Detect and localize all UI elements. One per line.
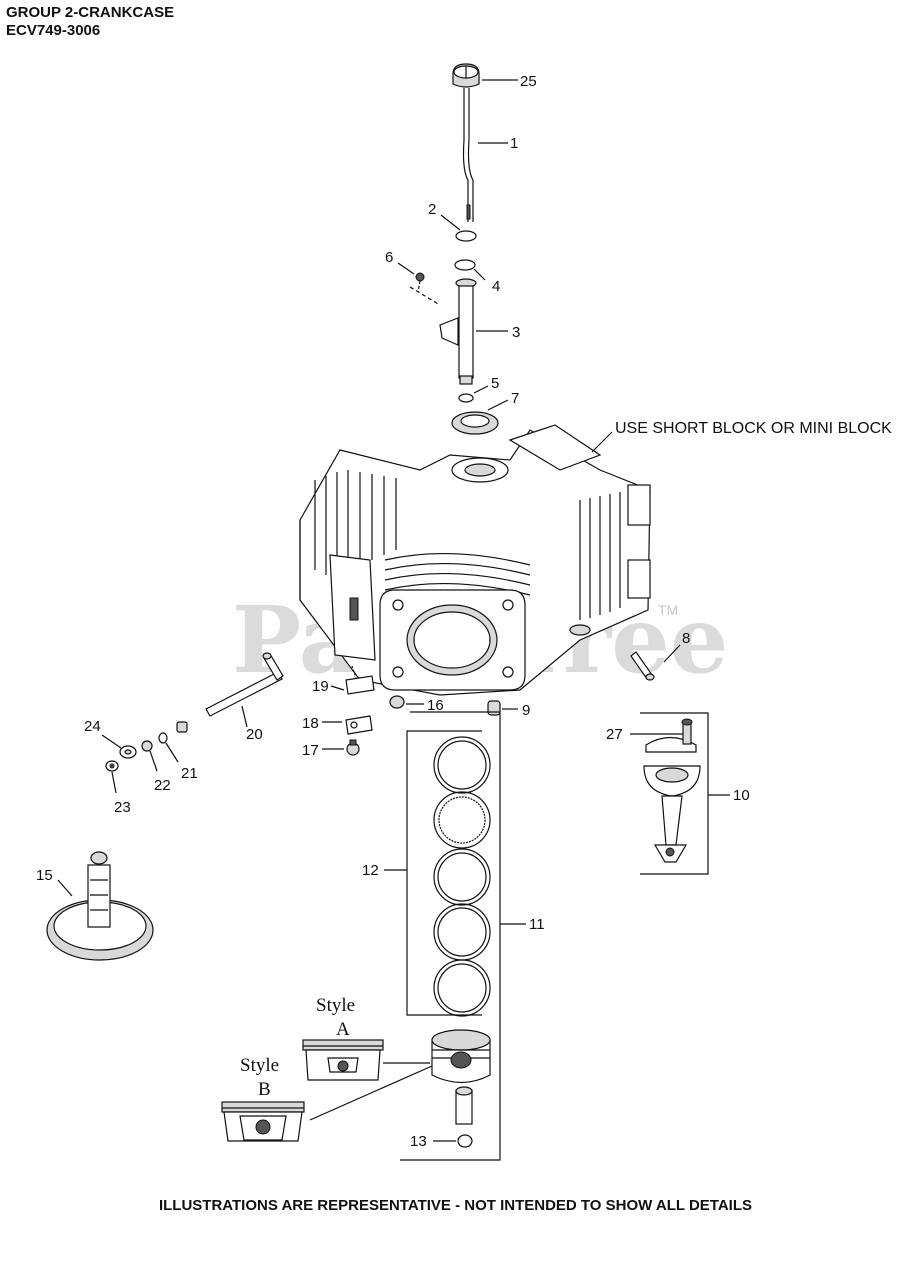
- style-b-letter: B: [258, 1079, 271, 1100]
- style-b-leader: [309, 1065, 433, 1121]
- callout-10: 10: [733, 787, 750, 804]
- callout-12: 12: [362, 862, 379, 879]
- callout-24: 24: [84, 718, 101, 735]
- plug-16-part[interactable]: [389, 695, 405, 709]
- piston-style-a[interactable]: [302, 1039, 384, 1081]
- callout-15: 15: [36, 867, 53, 884]
- screw-6-part[interactable]: [409, 272, 441, 306]
- callout-13: 13: [410, 1133, 427, 1150]
- clip-13-part[interactable]: [457, 1134, 473, 1148]
- washer-24-part[interactable]: [119, 745, 137, 759]
- o-ring-4-part[interactable]: [454, 259, 476, 271]
- crankcase-block-part[interactable]: [299, 424, 651, 696]
- camshaft-part[interactable]: [46, 851, 154, 961]
- callout-17: 17: [302, 742, 319, 759]
- screw-17-part[interactable]: [346, 739, 360, 756]
- callout-21: 21: [181, 765, 198, 782]
- note-leader: [591, 431, 613, 453]
- wrist-pin-part[interactable]: [455, 1086, 473, 1125]
- callout-16: 16: [427, 697, 444, 714]
- model-number: ECV749-3006: [6, 22, 101, 39]
- callout-22: 22: [154, 777, 171, 794]
- callout-11: 11: [529, 916, 545, 933]
- rod-bolt-27-part[interactable]: [681, 718, 693, 745]
- dipstick-cap-part[interactable]: [452, 63, 480, 88]
- governor-shaft-20-part[interactable]: [205, 652, 284, 717]
- callout-20: 20: [246, 726, 263, 743]
- piston-part[interactable]: [431, 1029, 491, 1084]
- callout-4: 4: [492, 278, 500, 295]
- callout-19: 19: [312, 678, 329, 695]
- callout-2: 2: [428, 201, 436, 218]
- callout-5: 5: [491, 375, 499, 392]
- oil-seal-part[interactable]: [451, 411, 499, 435]
- callout-25: 25: [520, 73, 537, 90]
- callout-7: 7: [511, 390, 519, 407]
- ring-21-part[interactable]: [158, 732, 168, 744]
- bracket-11: [400, 711, 501, 1161]
- callout-3: 3: [512, 324, 520, 341]
- callout-leaders: [57, 79, 730, 1142]
- bracket-18-part[interactable]: [345, 715, 373, 735]
- bracket-19-part[interactable]: [345, 665, 375, 695]
- style-b-word: Style: [240, 1055, 279, 1076]
- dipstick-tube-part[interactable]: [439, 278, 477, 385]
- callout-23: 23: [114, 799, 131, 816]
- connecting-rod-part[interactable]: [643, 736, 701, 863]
- washer-23-part[interactable]: [105, 760, 119, 772]
- watermark-tm: TM: [658, 602, 678, 618]
- group-title: GROUP 2-CRANKCASE: [6, 4, 175, 21]
- dipstick-part[interactable]: [462, 88, 474, 222]
- bracket-12: [406, 730, 482, 1016]
- o-ring-5-part[interactable]: [458, 393, 474, 403]
- o-ring-2-part[interactable]: [455, 230, 477, 242]
- callout-8: 8: [682, 630, 690, 647]
- piston-style-b[interactable]: [221, 1101, 305, 1142]
- pin-8-part[interactable]: [630, 651, 655, 681]
- short-block-note: USE SHORT BLOCK OR MINI BLOCK: [615, 420, 892, 437]
- callout-9: 9: [522, 702, 530, 719]
- callout-27: 27: [606, 726, 623, 743]
- callout-18: 18: [302, 715, 319, 732]
- callout-1: 1: [510, 135, 518, 152]
- ring-22-part[interactable]: [141, 740, 153, 752]
- plug-9-part[interactable]: [487, 700, 501, 716]
- style-a-letter: A: [336, 1019, 350, 1040]
- piston-rings-part[interactable]: [433, 736, 491, 1017]
- bracket-10: [640, 712, 709, 875]
- footer-disclaimer: ILLUSTRATIONS ARE REPRESENTATIVE - NOT I…: [158, 1197, 753, 1214]
- bushing-21b-part[interactable]: [176, 721, 188, 733]
- style-a-word: Style: [316, 995, 355, 1016]
- callout-6: 6: [385, 249, 393, 266]
